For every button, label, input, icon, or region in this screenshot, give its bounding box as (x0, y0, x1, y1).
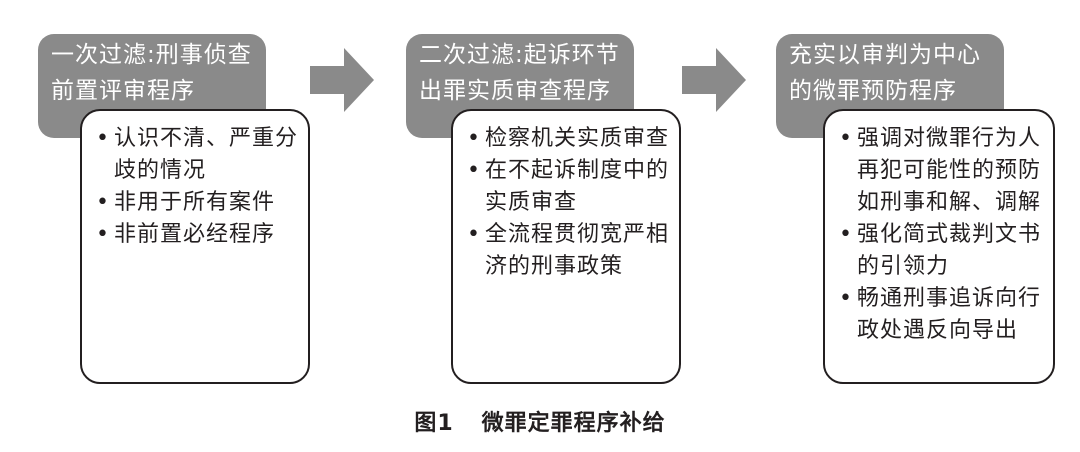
arrow-shape (682, 48, 746, 112)
bullet: • (839, 222, 853, 247)
item-line: 实质审查 (485, 190, 578, 215)
bullet: • (839, 126, 853, 151)
bullet: • (839, 286, 853, 311)
stage-1-header-line-2: 前置评审程序 (51, 78, 195, 104)
list-item: • 非前置必经程序 (96, 219, 298, 251)
stage-3-header: 充实以审判为中心 的微罪预防程序 (776, 34, 1004, 138)
item-line: 再犯可能性的预防 (857, 158, 1042, 183)
item-line: 非前置必经程序 (114, 222, 276, 247)
stage-3-header-line-2: 的微罪预防程序 (789, 78, 957, 104)
stage-2-content: • 检察机关实质审查 • 在不起诉制度中的 实质审查 • 全流程贯彻宽严相 济的… (451, 109, 681, 384)
list-item: • 畅通刑事追诉向行 政处遇反向导出 (839, 283, 1043, 347)
stage-2-list: • 检察机关实质审查 • 在不起诉制度中的 实质审查 • 全流程贯彻宽严相 济的… (467, 123, 669, 283)
item-line: 济的刑事政策 (485, 254, 624, 279)
item-line: 歧的情况 (114, 158, 207, 183)
stage-1-content: • 认识不清、严重分 歧的情况 • 非用于所有案件 • 非前置必经程序 (80, 109, 310, 384)
figure-caption: 图1 微罪定罪程序补给 (0, 405, 1080, 437)
item-line: 强化简式裁判文书 (857, 222, 1042, 247)
list-item: • 检察机关实质审查 (467, 123, 669, 155)
bullet: • (467, 126, 481, 151)
list-item: • 强调对微罪行为人 再犯可能性的预防 如刑事和解、调解 (839, 123, 1043, 219)
list-item: • 强化简式裁判文书 的引领力 (839, 219, 1043, 283)
list-item: • 非用于所有案件 (96, 187, 298, 219)
item-line: 政处遇反向导出 (857, 318, 1019, 343)
item-line: 非用于所有案件 (114, 190, 276, 215)
item-line: 畅通刑事追诉向行 (857, 286, 1042, 311)
stage-1-list: • 认识不清、严重分 歧的情况 • 非用于所有案件 • 非前置必经程序 (96, 123, 298, 251)
list-item: • 在不起诉制度中的 实质审查 (467, 155, 669, 219)
list-item: • 认识不清、严重分 歧的情况 (96, 123, 298, 187)
stage-3-list: • 强调对微罪行为人 再犯可能性的预防 如刑事和解、调解 • 强化简式裁判文书 … (839, 123, 1043, 347)
arrow-right-icon (310, 48, 374, 112)
stage-3-header-line-1: 充实以审判为中心 (789, 42, 981, 68)
item-line: 的引领力 (857, 254, 950, 279)
bullet: • (467, 158, 481, 183)
stage-1-header-line-1: 一次过滤:刑事侦查 (51, 42, 252, 68)
bullet: • (96, 222, 110, 247)
item-line: 如刑事和解、调解 (857, 190, 1042, 215)
stage-3-content: • 强调对微罪行为人 再犯可能性的预防 如刑事和解、调解 • 强化简式裁判文书 … (823, 109, 1055, 384)
bullet: • (96, 126, 110, 151)
list-item: • 全流程贯彻宽严相 济的刑事政策 (467, 219, 669, 283)
figure-number: 图1 (414, 411, 454, 436)
figure-title: 微罪定罪程序补给 (481, 411, 666, 436)
stage-2-header-line-2: 出罪实质审查程序 (419, 78, 611, 104)
item-line: 强调对微罪行为人 (857, 126, 1042, 151)
stage-2-header-line-1: 二次过滤:起诉环节 (419, 42, 620, 68)
item-line: 在不起诉制度中的 (485, 158, 670, 183)
arrow-shape (310, 48, 374, 112)
bullet: • (467, 222, 481, 247)
item-line: 全流程贯彻宽严相 (485, 222, 670, 247)
arrow-right-icon (682, 48, 746, 112)
item-line: 认识不清、严重分 (114, 126, 299, 151)
bullet: • (96, 190, 110, 215)
item-line: 检察机关实质审查 (485, 126, 670, 151)
